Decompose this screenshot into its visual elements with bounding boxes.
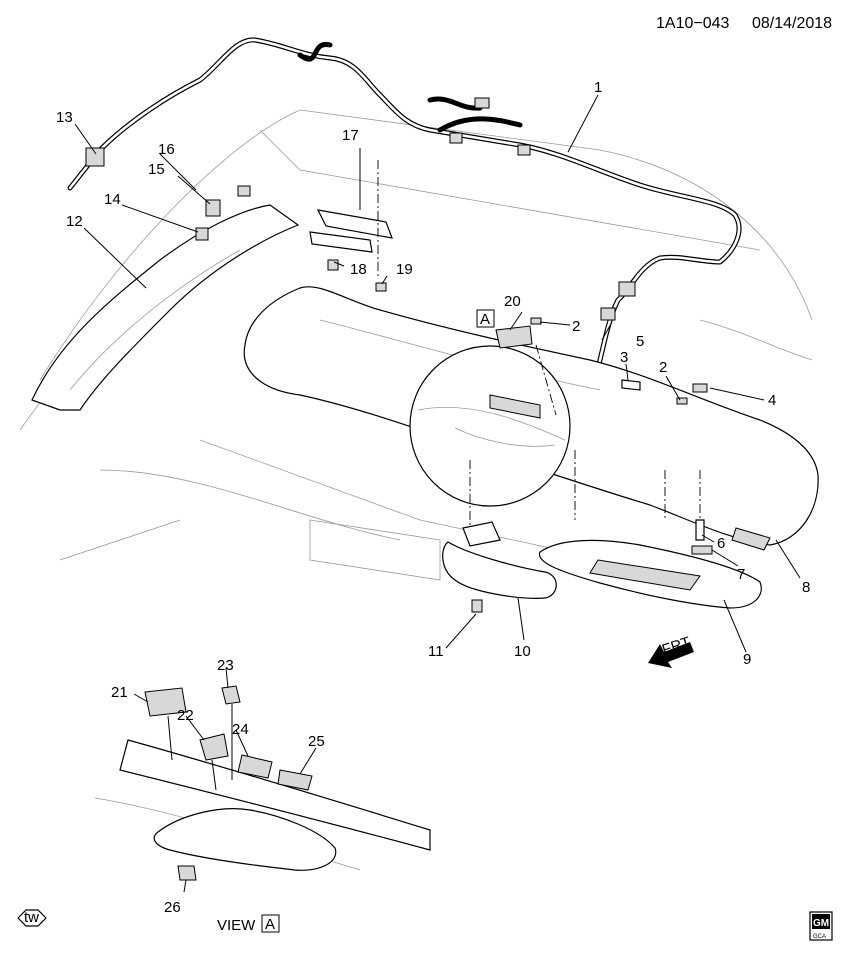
svg-text:GM: GM	[813, 918, 829, 929]
leader-lines	[74, 94, 801, 893]
callout-15: 15	[148, 161, 165, 178]
overhead-console	[538, 539, 762, 609]
fasteners	[85, 147, 771, 555]
pillar-trim	[31, 204, 300, 411]
diagram-code: 1A10−043	[656, 15, 730, 32]
view-a-detail	[94, 685, 431, 881]
callout-12: 12	[66, 213, 83, 230]
view-label: VIEW A	[217, 914, 280, 934]
callout-labels: 1 2 2 3 4 5 6 7 8 9 10 11 12 13 14 15 16…	[56, 79, 810, 916]
callout-9: 9	[743, 651, 751, 668]
callout-7: 7	[737, 566, 745, 583]
callout-25: 25	[308, 733, 325, 750]
front-direction-arrow: FRT	[648, 634, 694, 668]
callout-6: 6	[717, 535, 725, 552]
callout-10: 10	[514, 643, 531, 660]
bracket-17	[309, 209, 393, 253]
callout-14: 14	[104, 191, 121, 208]
callout-26: 26	[164, 899, 181, 916]
callout-18: 18	[350, 261, 367, 278]
callout-13: 13	[56, 109, 73, 126]
svg-text:FRT: FRT	[660, 634, 693, 659]
roof-harness	[67, 37, 742, 371]
callout-21: 21	[111, 684, 128, 701]
callout-1: 1	[594, 79, 602, 96]
svg-text:GCA: GCA	[813, 934, 826, 940]
callout-4: 4	[768, 392, 776, 409]
tw-logo: tw	[17, 909, 47, 927]
assembly-lines	[377, 160, 701, 525]
callout-8: 8	[802, 579, 810, 596]
callout-5: 5	[636, 333, 644, 350]
svg-text:VIEW: VIEW	[217, 917, 256, 934]
svg-text:tw: tw	[24, 909, 39, 926]
svg-text:A: A	[480, 311, 490, 328]
callout-19: 19	[396, 261, 413, 278]
callout-20: 20	[504, 293, 521, 310]
callout-17: 17	[342, 127, 359, 144]
callout-22: 22	[177, 707, 194, 724]
rearview-mirror	[442, 521, 557, 613]
diagram-date: 08/14/2018	[752, 15, 832, 32]
svg-text:A: A	[265, 916, 275, 933]
callout-23: 23	[217, 657, 234, 674]
gm-logo: GM GCA	[809, 911, 833, 941]
callout-11: 11	[428, 643, 444, 660]
detail-a-tag: A	[476, 309, 495, 328]
detail-circle	[409, 345, 571, 507]
callout-2a: 2	[572, 318, 580, 335]
callout-24: 24	[232, 721, 249, 738]
callout-16: 16	[158, 141, 175, 158]
callout-3: 3	[620, 349, 628, 366]
callout-2b: 2	[659, 359, 667, 376]
